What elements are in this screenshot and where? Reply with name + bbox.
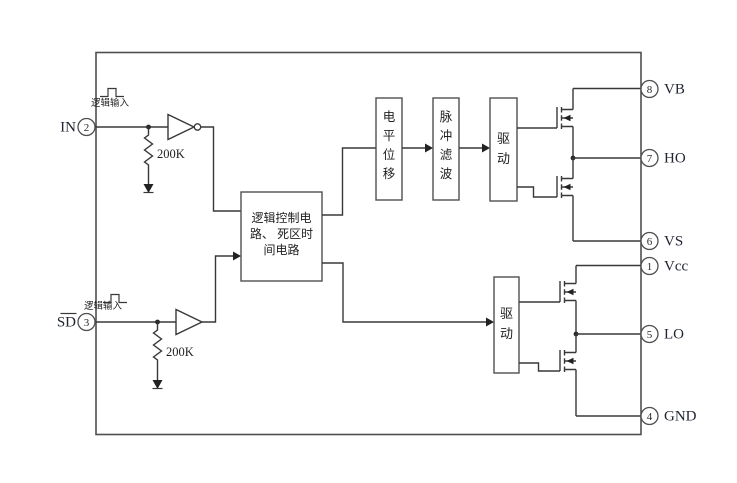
drivelow-to-ls-bottom-gate-wire [519,362,560,372]
logic-control-line2: 路、 死区时 [250,226,313,241]
pulse-filter-char1: 脉 [440,109,453,124]
pin-vb-number: 8 [647,84,653,96]
drive-low-char1: 驱 [500,306,513,321]
pin-in: IN 2 [60,117,96,137]
ls-bottom-mosfet-icon [559,334,577,416]
pin-vs-label: VS [664,234,683,250]
in-pulldown-resistor [143,127,154,185]
level-shift-box [375,97,403,201]
in-inverter-icon [167,113,196,141]
in-resistor-value: 200K [157,147,185,161]
pin-vs-circle [640,231,659,251]
ic-boundary [95,51,642,436]
sd-to-logic-arrowhead-icon [233,251,241,261]
pin-lo: 5 LO [640,324,684,344]
drivehigh-input-arrowhead-icon [482,143,490,153]
level-shift-char4: 移 [383,167,396,181]
in-ground-arrow-icon [143,184,154,193]
pulse-filter-box [432,97,460,201]
logic-control-line3: 间电路 [263,242,299,257]
pin-vcc-circle [640,256,659,276]
pin-ho-number: 7 [647,153,653,165]
in-to-logic-wire [200,126,241,212]
pin-vcc-label: Vcc [664,259,688,275]
pin-ho-circle [640,148,659,168]
pin-sd-label: SD [57,315,76,331]
level-shift-char1: 电 [383,110,396,124]
pulse-filter-char2: 冲 [440,128,453,143]
pin-gnd-circle [640,406,659,426]
logic-control-box [240,191,323,282]
pin-gnd-number: 4 [647,411,653,423]
pin-lo-circle [640,324,659,344]
drive-high-char1: 驱 [497,131,510,146]
pin-sd-number: 3 [84,317,90,329]
in-inverter-bubble-icon [193,123,202,131]
logic-to-levelshift-wire [322,147,376,216]
pulse-filter-char4: 波 [440,167,453,181]
sd-pulldown-resistor [152,322,163,381]
level-shift-char2: 平 [383,129,396,143]
drivelow-input-arrowhead-icon [486,317,494,327]
logic-control-line1: 逻辑控制电 [251,211,311,225]
sd-ground-arrow-icon [152,380,163,389]
ls-top-mosfet-icon [559,265,577,334]
drive-low-box [493,276,520,374]
pin-in-circle [77,117,96,137]
pin-vs: 6 VS [640,231,683,251]
drivehigh-to-hs-bottom-gate-wire [517,186,557,198]
pin-vb-circle [640,79,659,99]
sd-input-net: 200K 逻辑输入 [84,251,241,390]
pin-sd: SD 3 [57,312,96,332]
pin-vcc-number: 1 [647,261,653,273]
pin-vcc: 1 Vcc [640,256,688,276]
in-pulse-waveform-icon [100,87,124,98]
pulse-filter-char3: 滤 [440,148,453,162]
pulse-filter-block: 脉 冲 滤 波 [432,97,460,201]
sd-resistor-value: 200K [166,345,194,359]
pin-gnd-label: GND [664,409,697,425]
drive-high-box [489,97,518,202]
sd-buffer-icon [175,308,204,336]
pin-lo-number: 5 [647,329,653,341]
drive-low-char2: 动 [500,326,513,341]
pin-vb: 8 VB [640,79,685,99]
pin-in-number: 2 [84,122,90,134]
drive-low-block: 驱 动 [493,276,520,374]
sd-pulse-waveform-icon [103,293,127,304]
pin-ho-label: HO [664,151,686,167]
sd-to-logic-wire [202,255,234,323]
drive-high-char2: 动 [497,151,510,166]
pulsefilter-input-arrowhead-icon [425,143,433,153]
drive-high-block: 驱 动 [489,97,518,202]
pin-vb-label: VB [664,82,685,98]
pin-vs-number: 6 [647,236,653,248]
pin-in-label: IN [60,120,76,136]
logic-control-block: 逻辑控制电 路、 死区时 间电路 [240,191,323,282]
pin-sd-circle [77,312,96,332]
pin-lo-label: LO [664,327,684,343]
in-input-net: 200K 逻辑输入 [91,87,241,212]
pin-gnd: 4 GND [640,406,697,426]
logic-to-drivelow-wire [322,262,487,323]
level-shift-block: 电 平 位 移 [375,97,403,201]
sd-logic-input-label: 逻辑输入 [84,300,123,312]
in-logic-input-label: 逻辑输入 [91,97,130,109]
hs-bottom-mosfet-icon [556,158,574,241]
pin-ho: 7 HO [640,148,686,168]
hs-top-mosfet-icon [556,88,574,158]
level-shift-char3: 位 [383,147,396,162]
